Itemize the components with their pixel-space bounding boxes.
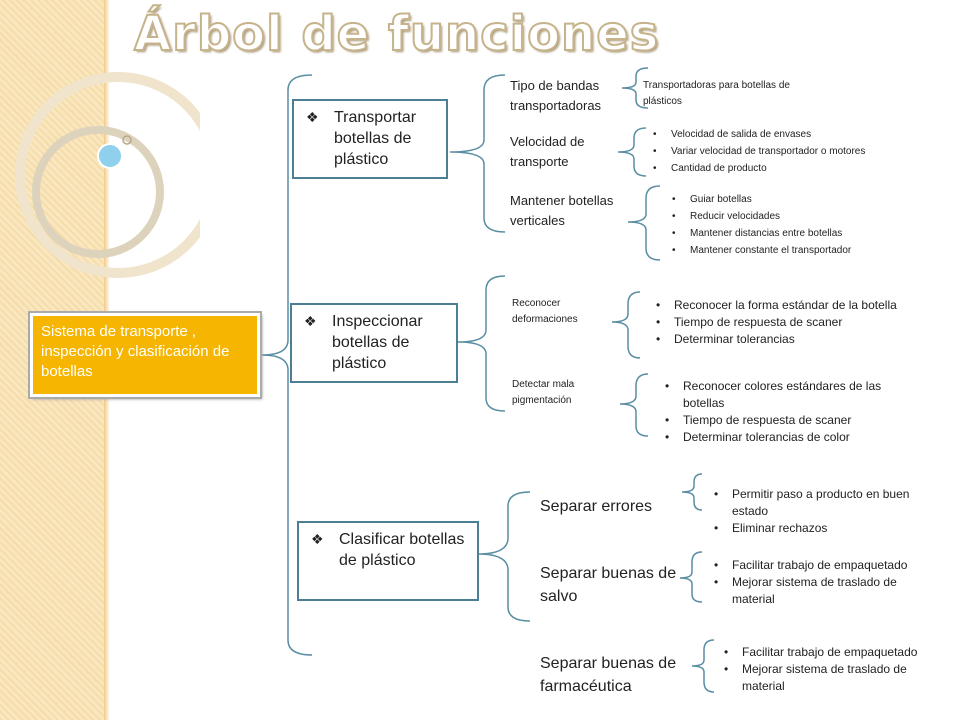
bracket-pigmentacion [619,373,649,437]
diamond-bullet-icon: ❖ [311,531,324,547]
detail-list-pigmentacion: Reconocer colores estándares de las bote… [663,378,923,446]
bracket-errores [681,473,703,511]
decorative-circles [15,72,200,278]
function-label: Transportar botellas de plástico [334,109,417,168]
list-item: Reconocer colores estándares de las bote… [663,378,923,412]
function-label: Clasificar botellas de plástico [339,531,465,569]
subfunction-pigmentacion: Detectar mala pigmentación [512,379,575,406]
list-item: Tiempo de respuesta de scaner [654,314,914,331]
subfunction-separar-farmaceutica: Separar buenas de farmacéutica [540,655,677,695]
list-item: Guiar botellas [670,191,930,208]
list-item: Mantener distancias entre botellas [670,225,930,242]
list-item: Reducir velocidades [670,208,930,225]
list-item: Facilitar trabajo de empaquetado [712,557,937,574]
detail-list-farmaceutica: Facilitar trabajo de empaquetado Mejorar… [722,644,947,695]
function-label: Inspeccionar botellas de plástico [332,313,423,372]
page-title: Árbol de funciones [133,5,660,63]
function-box-clasificar: ❖ Clasificar botellas de plástico [297,521,479,601]
bracket-tipo-bandas [621,67,649,109]
detail-list-velocidad: Velocidad de salida de envases Variar ve… [651,126,931,177]
bracket-velocidad [617,127,647,177]
bracket-inspeccionar [457,275,506,412]
detail-list-errores: Permitir paso a producto en buen estado … [712,486,942,537]
list-item: Mejorar sistema de traslado de material [712,574,937,608]
bracket-deformaciones [611,291,641,359]
subfunction-velocidad: Velocidad de transporte [510,134,585,169]
function-box-inspeccionar: ❖ Inspeccionar botellas de plástico [290,303,458,383]
detail-list-salvo: Facilitar trabajo de empaquetado Mejorar… [712,557,937,608]
list-item: Reconocer la forma estándar de la botell… [654,297,914,314]
subfunction-deformaciones: Reconocer deformaciones [512,298,578,325]
bracket-root [261,74,313,656]
list-item: Cantidad de producto [651,160,931,177]
detail-list-mantener: Guiar botellas Reducir velocidades Mante… [670,191,930,259]
list-item: Variar velocidad de transportador o moto… [651,143,931,160]
bracket-farmaceutica [691,639,715,693]
bracket-clasificar [477,491,531,622]
list-item: Facilitar trabajo de empaquetado [722,644,947,661]
diamond-bullet-icon: ❖ [306,109,319,125]
root-function-box: Sistema de transporte , inspección y cla… [28,311,262,399]
list-item: Velocidad de salida de envases [651,126,931,143]
detail-text: Transportadoras para botellas de plástic… [643,80,790,107]
list-item: Mantener constante el transportador [670,242,930,259]
subfunction-separar-salvo: Separar buenas de salvo [540,565,677,605]
bracket-salvo [679,551,703,603]
diamond-bullet-icon: ❖ [304,313,317,329]
list-item: Mejorar sistema de traslado de material [722,661,947,695]
list-item: Determinar tolerancias de color [663,429,923,446]
function-box-transportar: ❖ Transportar botellas de plástico [292,99,448,179]
bracket-transportar [449,74,506,233]
bracket-mantener [627,185,661,261]
list-item: Eliminar rechazos [712,520,942,537]
subfunction-separar-errores: Separar errores [540,498,653,515]
subfunction-tipo-bandas: Tipo de bandas transportadoras [510,78,602,113]
list-item: Determinar tolerancias [654,331,914,348]
subfunction-mantener-verticales: Mantener botellas verticales [510,193,614,228]
detail-list-deformaciones: Reconocer la forma estándar de la botell… [654,297,914,348]
list-item: Permitir paso a producto en buen estado [712,486,942,520]
list-item: Tiempo de respuesta de scaner [663,412,923,429]
